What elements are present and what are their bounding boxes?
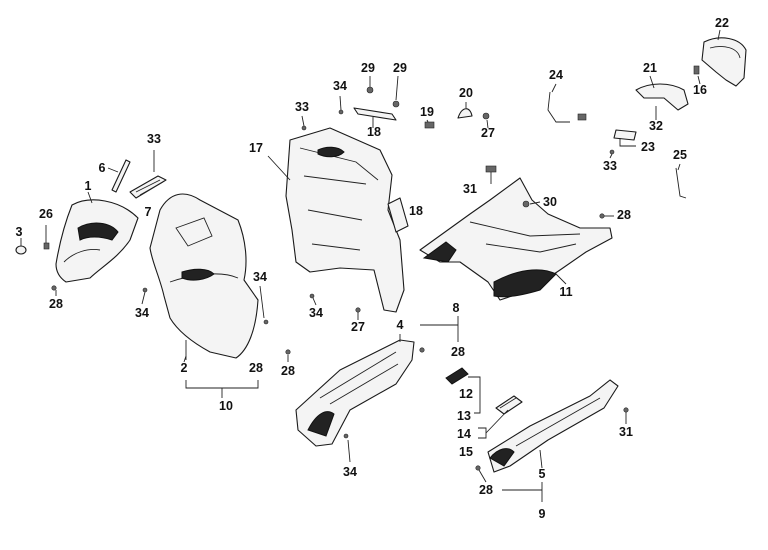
callout-31b: 31 (619, 425, 633, 439)
callout-2: 2 (181, 361, 188, 375)
part-7-mesh-bracket (129, 150, 167, 199)
callout-8: 8 (453, 301, 460, 315)
callout-6: 6 (99, 161, 106, 175)
group-bracket-8 (420, 316, 459, 342)
part-19-20-27-clips (424, 108, 490, 129)
part-31-upper-clip (485, 165, 497, 184)
callout-28e: 28 (617, 208, 631, 222)
callout-9: 9 (539, 507, 546, 521)
group-bracket-12-13 (468, 376, 481, 414)
callout-34e: 34 (343, 465, 357, 479)
callout-31a: 31 (463, 182, 477, 196)
part-25-rod (675, 167, 687, 199)
leader-lines (55, 75, 701, 483)
callout-1: 1 (85, 179, 92, 193)
group-bracket-10 (185, 380, 259, 398)
callout-33b: 33 (295, 100, 309, 114)
callout-19: 19 (420, 105, 434, 119)
part-6-bracket (107, 159, 131, 193)
part-22-rear-cover (701, 29, 747, 87)
group-bracket-23 (619, 138, 636, 147)
part-30-screw (522, 200, 541, 208)
callout-26: 26 (39, 207, 53, 221)
callout-21: 21 (643, 61, 657, 75)
callout-29a: 29 (361, 61, 375, 75)
callout-3: 3 (16, 225, 23, 239)
callout-5: 5 (539, 467, 546, 481)
callout-32: 32 (649, 119, 663, 133)
callout-27a: 27 (481, 126, 495, 140)
part-11-underseat-panel (419, 177, 613, 301)
callout-11: 11 (559, 285, 572, 299)
callout-28a: 28 (49, 297, 63, 311)
scattered-fasteners (51, 109, 629, 471)
callout-27b: 27 (351, 320, 365, 334)
callout-10: 10 (219, 399, 233, 413)
callout-4: 4 (397, 318, 404, 332)
callout-12: 12 (459, 387, 473, 401)
part-21-rear-handle (635, 75, 689, 111)
callout-34c: 34 (135, 306, 149, 320)
callout-28b: 28 (249, 361, 263, 375)
part-4-floor-left (295, 339, 415, 447)
callout-29b: 29 (393, 61, 407, 75)
callout-33a: 33 (147, 132, 161, 146)
callout-24: 24 (549, 68, 563, 82)
group-bracket-9 (502, 482, 543, 502)
callout-25: 25 (673, 148, 687, 162)
callout-15: 15 (459, 445, 473, 459)
part-3-clip (15, 238, 27, 255)
part-26-screw (43, 225, 50, 250)
part-16-clip (693, 65, 700, 75)
callout-16: 16 (693, 83, 707, 97)
part-23-bracket (613, 129, 637, 141)
callout-28c: 28 (281, 364, 295, 378)
part-29-screws (366, 75, 400, 108)
part-18-plate (387, 197, 409, 233)
callout-18a: 18 (367, 125, 381, 139)
callout-28d: 28 (451, 345, 465, 359)
group-bracket-14-15 (478, 409, 509, 439)
callout-17: 17 (249, 141, 263, 155)
callout-18b: 18 (409, 204, 423, 218)
part-5-floor-right (487, 379, 619, 473)
part-14-pad (495, 395, 523, 415)
callout-13: 13 (457, 409, 471, 423)
part-17-leg-shield (267, 127, 405, 313)
callout-34d: 34 (309, 306, 323, 320)
callout-34b: 34 (253, 270, 267, 284)
part-12-pad (445, 367, 469, 385)
callout-22: 22 (715, 16, 729, 30)
part-24-rod (547, 91, 587, 123)
part-2-inner-shield (149, 193, 259, 360)
callout-7: 7 (145, 205, 152, 219)
callout-14: 14 (457, 427, 471, 441)
callout-33c: 33 (603, 159, 617, 173)
callout-30: 30 (543, 195, 557, 209)
callout-34a: 34 (333, 79, 347, 93)
part-1-front-cover (55, 191, 139, 283)
callout-28f: 28 (479, 483, 493, 497)
callout-20: 20 (459, 86, 473, 100)
callout-23: 23 (641, 140, 655, 154)
part-18-upper-bracket (353, 107, 397, 128)
